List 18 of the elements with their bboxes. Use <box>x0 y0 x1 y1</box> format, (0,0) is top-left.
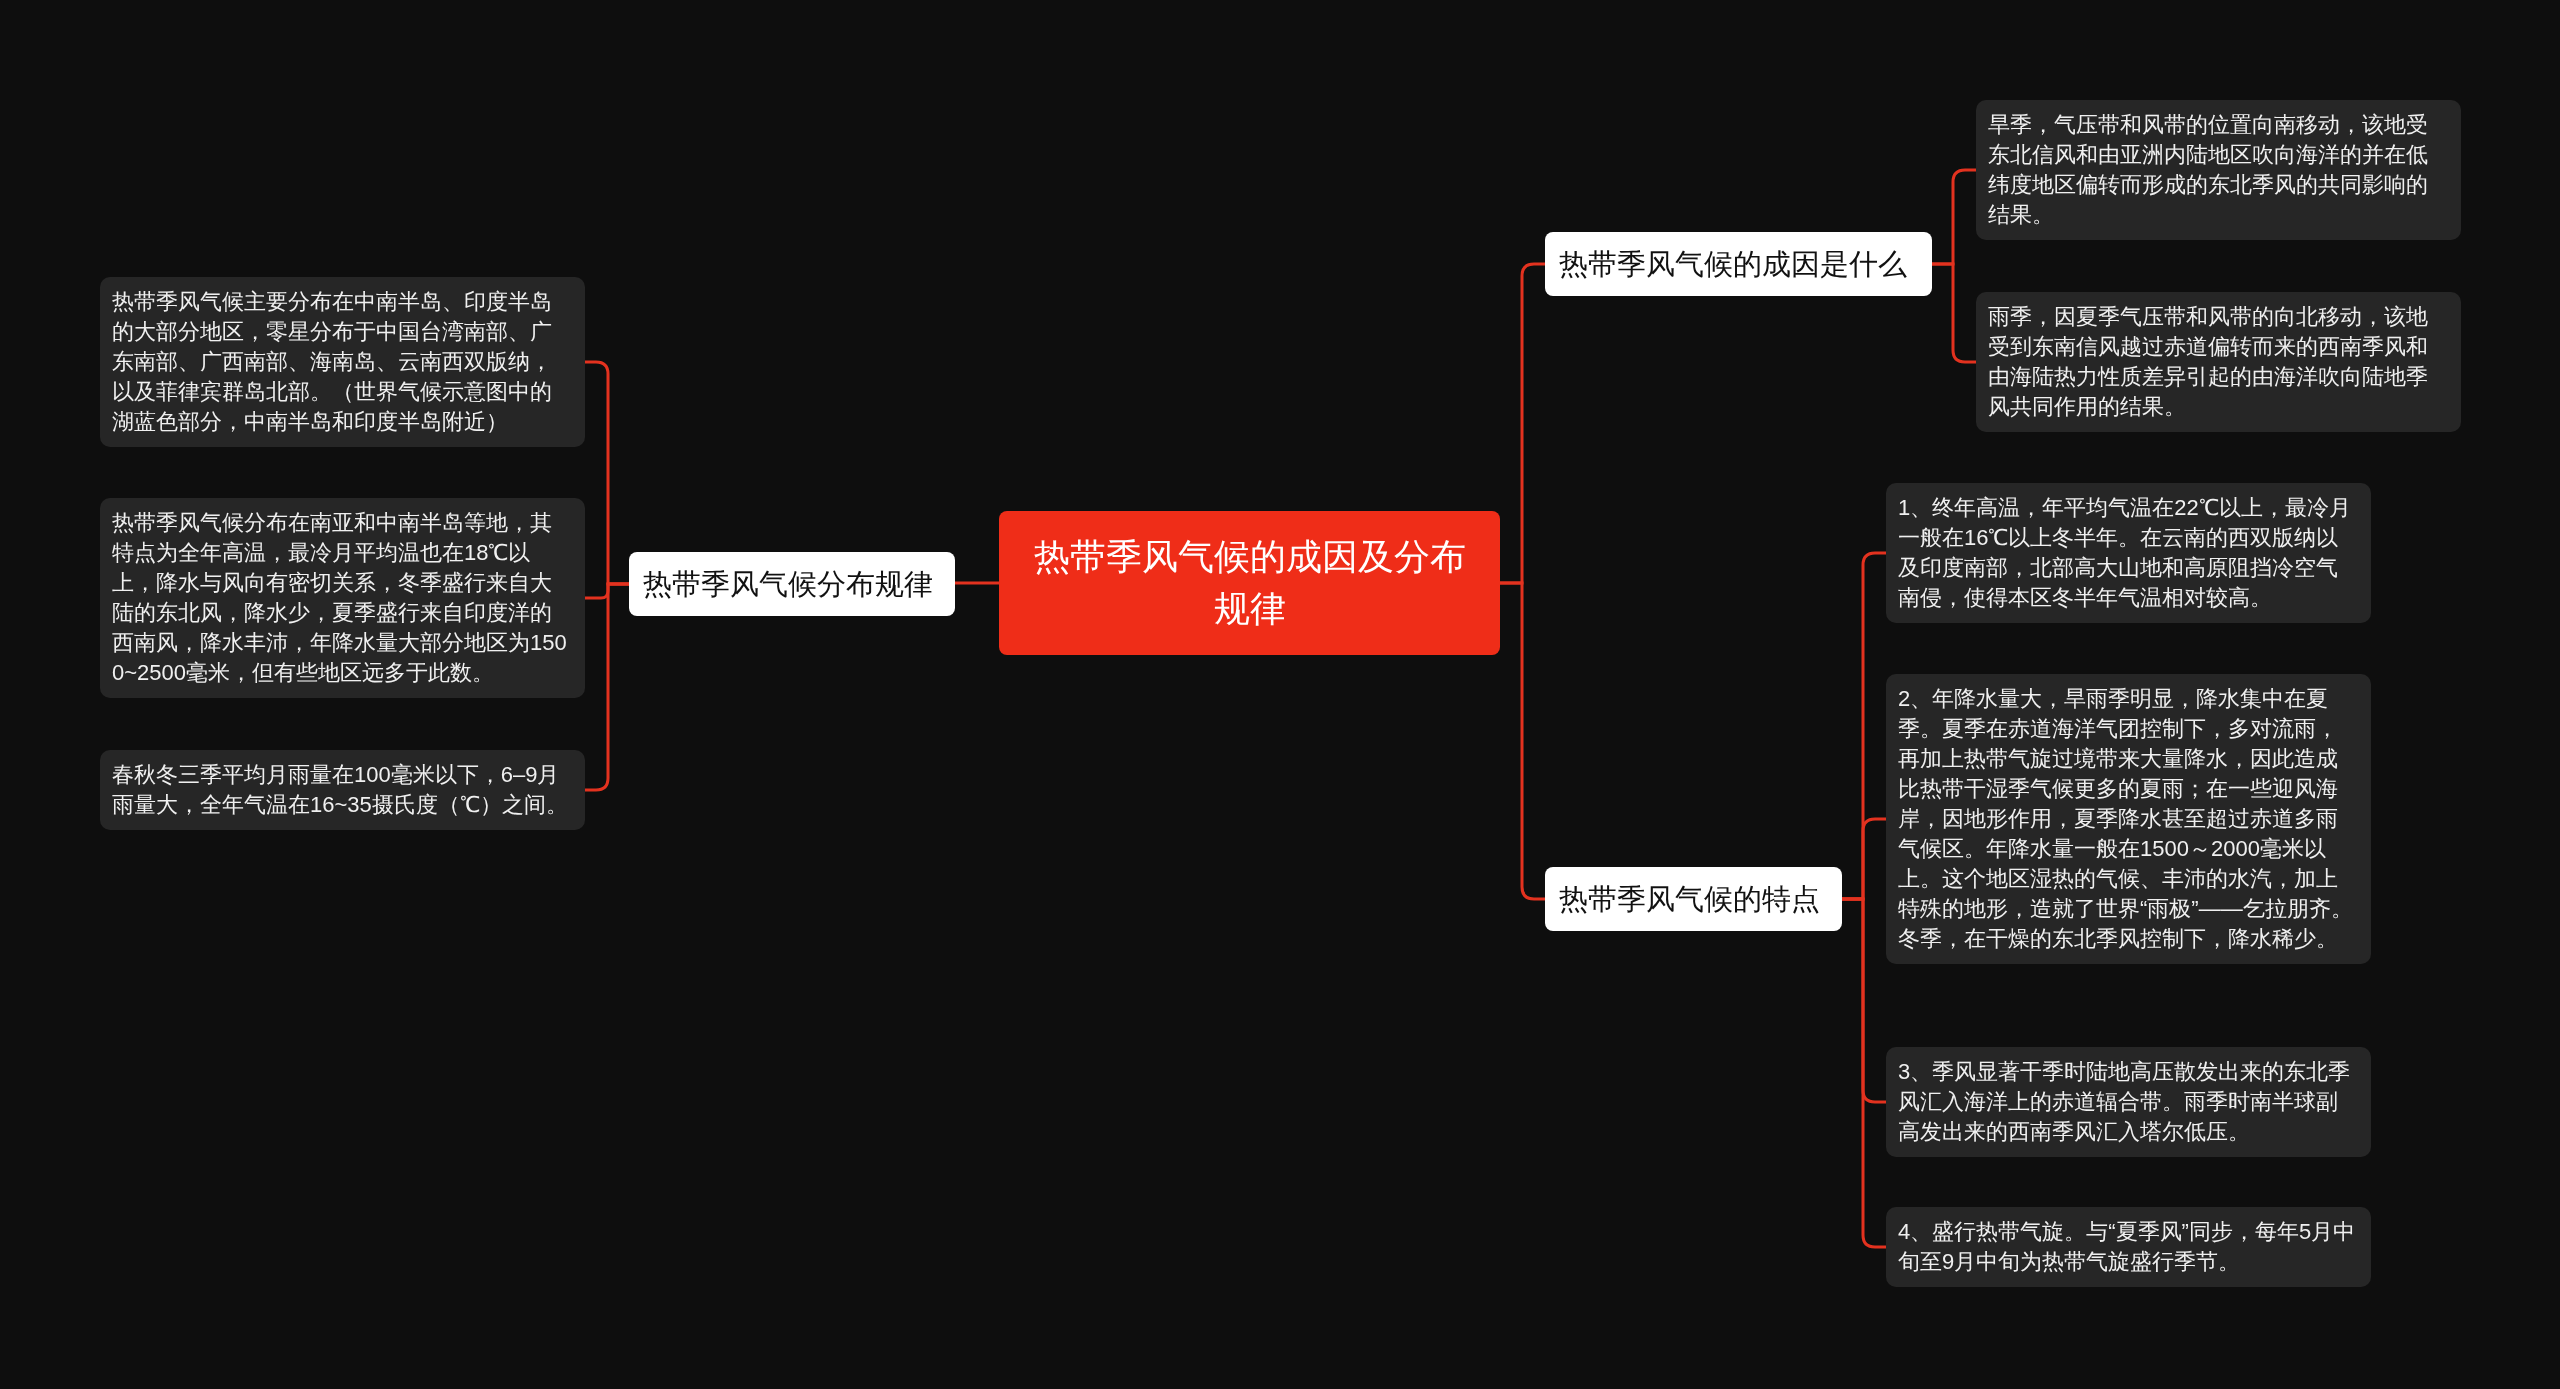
connector-line <box>1932 262 1976 364</box>
leaf-note: 4、盛行热带气旋。与“夏季风”同步，每年5月中旬至9月中旬为热带气旋盛行季节。 <box>1886 1207 2371 1287</box>
connector-line <box>1500 581 1545 901</box>
connector-line <box>955 581 999 585</box>
leaf-note: 1、终年高温，年平均气温在22℃以上，最冷月一般在16℃以上冬半年。在云南的西双版纳以及印度南部，北部高大山地和高原阻挡冷空气南侵，使得本区冬半年气温相对较高。 <box>1886 483 2371 623</box>
connector-line <box>585 582 629 792</box>
leaf-note: 春秋冬三季平均月雨量在100毫米以下，6–9月雨量大，全年气温在16~35摄氏度（℃）之间。 <box>100 750 585 830</box>
leaf-note: 热带季风气候主要分布在中南半岛、印度半岛的大部分地区，零星分布于中国台湾南部、广东南部、广西南部、海南岛、云南西双版纳，以及菲律宾群岛北部。（世界气候示意图中的湖蓝色部分，中南半岛和印度半岛附近） <box>100 277 585 447</box>
leaf-note: 2、年降水量大，旱雨季明显，降水集中在夏季。夏季在赤道海洋气团控制下，多对流雨，再加上热带气旋过境带来大量降水，因此造成比热带干湿季气候更多的夏雨；在一些迎风海岸，因地形作用，夏季降水甚至超过赤道多雨气候区。年降水量一般在1500～2000毫米以上。这个地区湿热的气候、丰沛的水汽，加上特殊的地形，造就了世界“雨极”——乞拉朋齐。冬季，在干燥的东北季风控制下，降水稀少。 <box>1886 674 2371 964</box>
branch-topic: 热带季风气候分布规律 <box>629 552 955 616</box>
branch-topic: 热带季风气候的特点 <box>1545 867 1842 931</box>
leaf-note: 雨季，因夏季气压带和风带的向北移动，该地受到东南信风越过赤道偏转而来的西南季风和由海陆热力性质差异引起的由海洋吹向陆地季风共同作用的结果。 <box>1976 292 2461 432</box>
leaf-note: 热带季风气候分布在南亚和中南半岛等地，其特点为全年高温，最冷月平均温也在18℃以上，降水与风向有密切关系，冬季盛行来自大陆的东北风，降水少，夏季盛行来自印度洋的西南风，降水丰沛，年降水量大部分地区为1500~2500毫米，但有些地区远多于此数。 <box>100 498 585 698</box>
leaf-note: 3、季风显著干季时陆地高压散发出来的东北季风汇入海洋上的赤道辐合带。雨季时南半球副高发出来的西南季风汇入塔尔低压。 <box>1886 1047 2371 1157</box>
connector-line <box>1842 897 1886 1249</box>
branch-topic: 热带季风气候的成因是什么 <box>1545 232 1932 296</box>
leaf-note: 旱季，气压带和风带的位置向南移动，该地受东北信风和由亚洲内陆地区吹向海洋的并在低纬度地区偏转而形成的东北季风的共同影响的结果。 <box>1976 100 2461 240</box>
root-topic: 热带季风气候的成因及分布规律 <box>999 511 1500 655</box>
